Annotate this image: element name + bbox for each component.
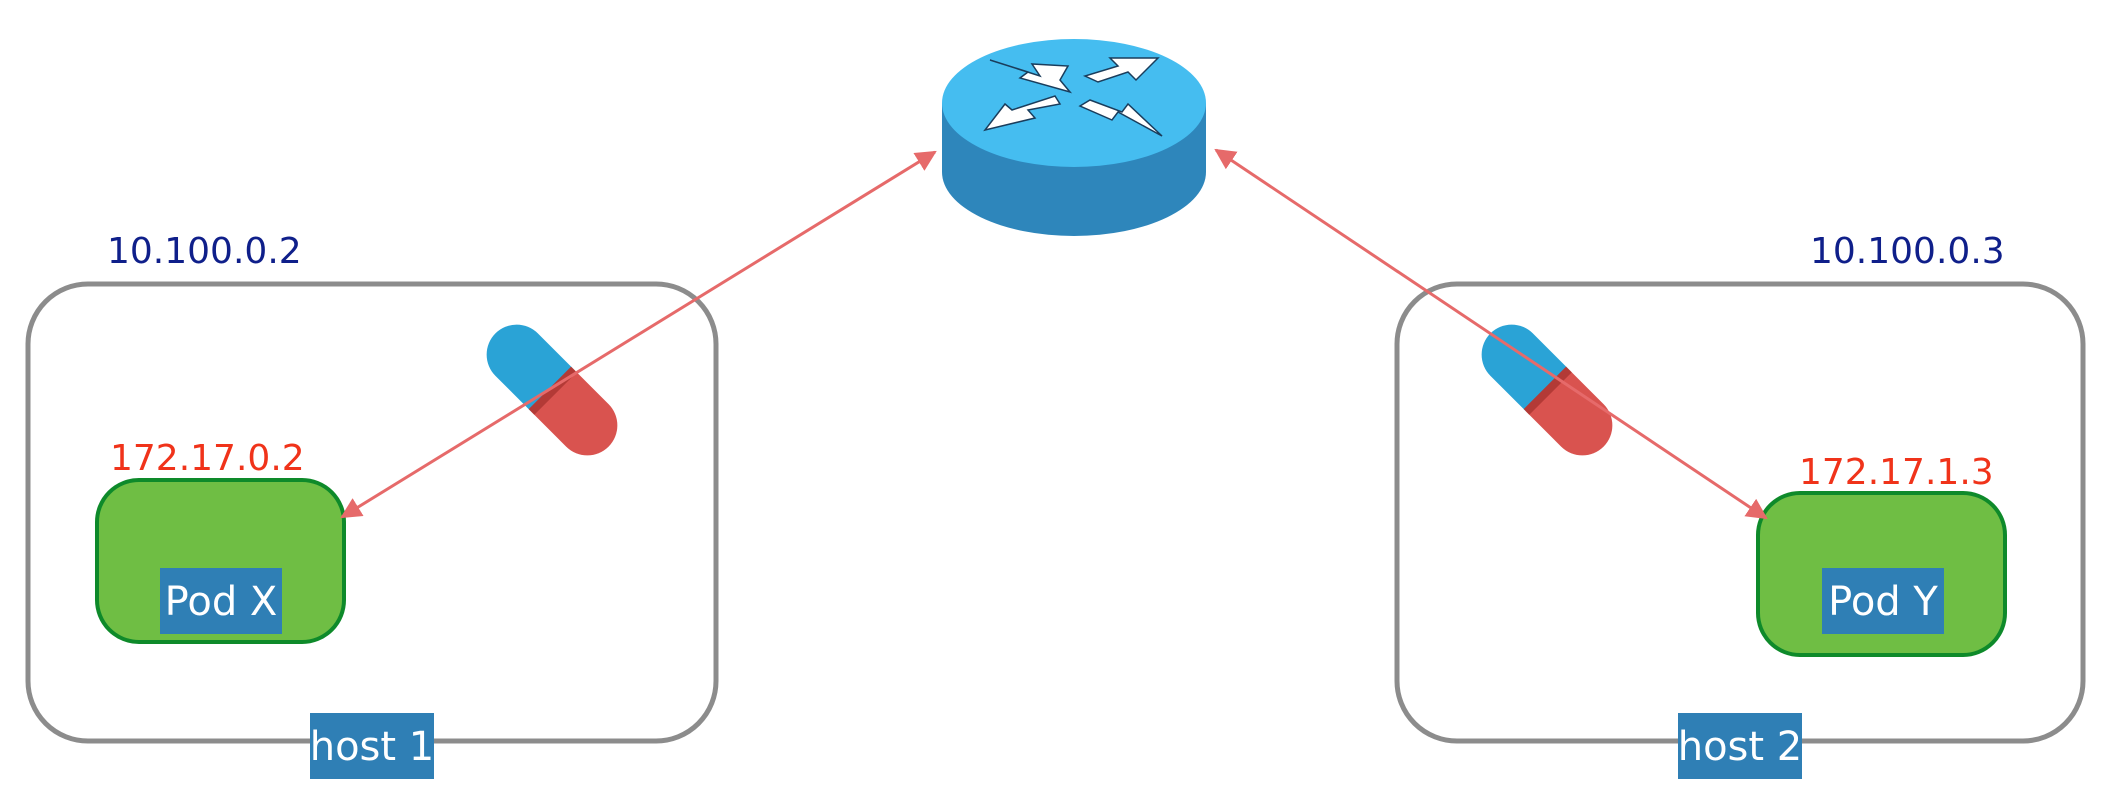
host-2-label: host 2 — [1678, 724, 1803, 770]
pod-y-ip: 172.17.1.3 — [1799, 452, 1994, 493]
capsule-icon — [486, 324, 618, 456]
host-1-label-box — [310, 713, 434, 779]
pod-x: 172.17.0.2 Pod X — [95, 438, 346, 644]
pod-y-label: Pod Y — [1828, 579, 1938, 625]
host-2-label-box — [1678, 713, 1802, 779]
pod-x-ip: 172.17.0.2 — [110, 438, 305, 479]
host-2-ip: 10.100.0.3 — [1810, 231, 2005, 272]
router-icon — [942, 39, 1206, 236]
link-router-pod-y — [1214, 148, 1768, 520]
pod-x-label-box — [160, 568, 282, 634]
pod-x-box — [95, 478, 346, 644]
host-1-ip: 10.100.0.2 — [107, 231, 302, 272]
pod-y: 172.17.1.3 Pod Y — [1756, 452, 2007, 657]
host-1: 10.100.0.2 172.17.0.2 Pod X host 1 — [25, 231, 719, 779]
host-1-label: host 1 — [310, 724, 435, 770]
link-pod-x-router — [340, 150, 937, 519]
pod-y-label-box — [1822, 568, 1944, 634]
pod-x-label: Pod X — [165, 579, 278, 625]
host-2: 10.100.0.3 172.17.1.3 Pod Y host 2 — [1394, 231, 2086, 779]
